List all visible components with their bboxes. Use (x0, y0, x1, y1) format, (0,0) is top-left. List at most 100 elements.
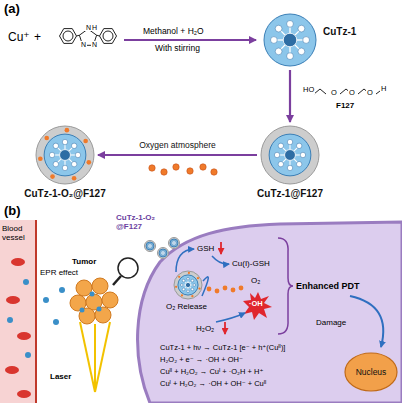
tumor-cell-small (95, 307, 111, 323)
process-arrow (98, 154, 257, 156)
text-label: Laser (50, 372, 71, 381)
nanoparticle (7, 317, 13, 323)
nanoparticles (80, 292, 102, 313)
mof-node (296, 161, 301, 166)
mof-node (164, 254, 165, 255)
text-label: H (380, 85, 387, 93)
text-label: + (34, 31, 41, 45)
mof-node (147, 245, 148, 246)
node-shape (260, 125, 320, 185)
nanoparticle (97, 307, 102, 312)
mof-node (53, 143, 58, 148)
mof-node (71, 143, 76, 148)
oxygen-dot (211, 169, 217, 175)
text-label: Cuᴵ + H₂O₂ → ·OH + OH⁻ + Cuᴵᴵ (160, 380, 266, 389)
oxygen-dot (188, 272, 190, 274)
magnifier-handle (113, 276, 121, 285)
release-arrow (202, 277, 208, 296)
mof-node (173, 245, 174, 246)
node-label: CuTz-1@F127 (257, 188, 323, 199)
mof-node (164, 251, 165, 252)
text-label: H (91, 24, 98, 31)
mof-node (151, 247, 152, 248)
laser-ray (80, 322, 95, 392)
mof-node (180, 284, 183, 287)
mof-node (176, 242, 177, 243)
blood-vessel (0, 220, 36, 403)
text-label: GSH (197, 244, 214, 253)
mof-node (287, 53, 294, 60)
oxygen-dot (72, 176, 77, 181)
tumor-cell-small (102, 292, 118, 308)
reaction-arrow (124, 39, 256, 41)
mof-node (191, 288, 194, 291)
oxygen-dots (149, 164, 217, 175)
oxygen-dot (65, 128, 70, 133)
node-label: CuTz-1 (323, 26, 356, 37)
f127-shell (36, 126, 94, 184)
mof-node (172, 244, 173, 245)
red-blood-cell (11, 258, 25, 266)
mof-node (175, 244, 176, 245)
oxygen-dot (161, 169, 167, 175)
mof-particle (261, 126, 319, 184)
oxygen-dot (83, 139, 88, 144)
mof-node (160, 252, 161, 253)
mof-node (75, 152, 80, 157)
mof-particle (264, 14, 316, 66)
oxygen-dot (239, 286, 244, 291)
mof-node (296, 143, 301, 148)
oxygen-dot (215, 289, 220, 294)
text-label: Cu⁺ (8, 31, 30, 45)
particles (145, 238, 203, 300)
mof-node (287, 21, 294, 28)
mof-node (182, 279, 185, 282)
text-label: CuTz-1 + hν → CuTz-1 [e⁻ + h⁺(Cuᴵᴵ)] (160, 344, 285, 353)
mof-node (275, 25, 282, 32)
oxygen-dot (38, 156, 43, 161)
flow-arrow (212, 256, 229, 264)
text-label: HO (302, 86, 315, 94)
mof-center (173, 242, 175, 244)
mof-center (60, 150, 71, 161)
oxygen-dot (187, 168, 193, 174)
mof-node (275, 48, 282, 55)
radical-burst (243, 292, 272, 320)
mof-node (165, 252, 166, 253)
oxygen-dot (198, 287, 200, 289)
mof-node (162, 250, 163, 251)
mof-node (287, 165, 292, 170)
nanoparticle-node: CuTz-1@F127 (260, 125, 320, 185)
mof-node (161, 251, 162, 252)
text-label: ·OH (249, 300, 263, 309)
bond (77, 35, 80, 37)
text-label: Blood vessel (2, 224, 35, 242)
mof-node (182, 288, 185, 291)
mof-core (146, 242, 154, 250)
red-blood-cell (5, 366, 19, 374)
decrease-arrow (224, 322, 226, 334)
nanoparticle (43, 297, 49, 303)
mof-node (149, 243, 150, 244)
damage-arrow (350, 296, 383, 347)
mof-core (159, 249, 167, 257)
oxygen-dots (207, 286, 244, 294)
mof-node (298, 48, 305, 55)
mof-node (152, 245, 153, 246)
red-blood-cell (17, 390, 31, 398)
mof-node (278, 143, 283, 148)
oxygen-dot (191, 295, 193, 297)
text-label: Cuᴵᴵ + H₂O₂ → Cuᴵ + ·O₂H + H⁺ (160, 368, 263, 377)
flow-arrow (216, 313, 245, 322)
oxygen-dot (207, 287, 212, 292)
node-shape (35, 125, 95, 185)
oxygen-dot (178, 276, 180, 278)
laser-ray (95, 322, 110, 392)
triazole-structure (60, 29, 117, 46)
phenyl-ring (100, 29, 117, 44)
polymer-chain (314, 89, 326, 94)
mof-node (175, 241, 176, 242)
mof-core (170, 239, 178, 247)
flow-arrow (176, 249, 194, 272)
